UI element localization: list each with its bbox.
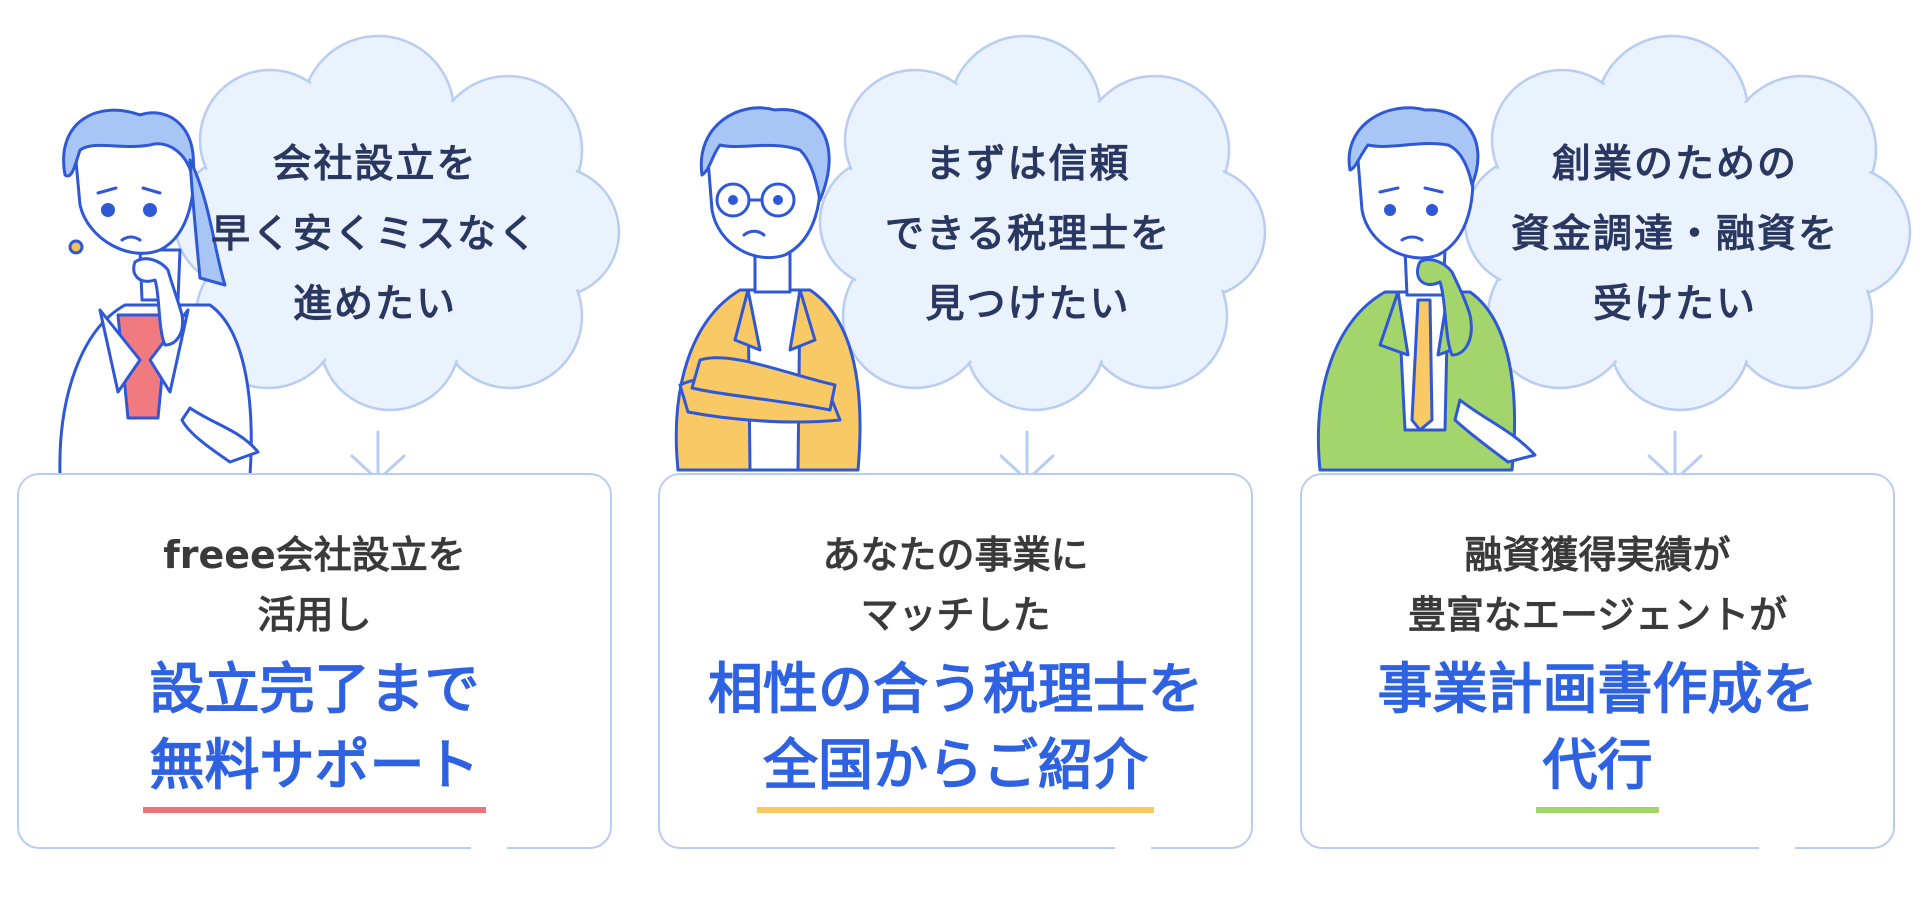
card-lead-text: freee会社設立を 活用し <box>163 533 466 637</box>
solution-card: 融資獲得実績が 豊富なエージェントが 事業計画書作成を 代行 <box>1300 473 1895 852</box>
panel-1-illustration <box>58 34 621 482</box>
worried-man-glasses-icon <box>674 106 862 472</box>
card-headline: 事業計画書作成を 代行 <box>1302 651 1893 813</box>
solution-card: freee会社設立を 活用し 設立完了まで 無料サポート <box>17 473 612 852</box>
worried-man-icon <box>1316 106 1537 472</box>
thought-cloud-fill <box>178 39 616 407</box>
worried-woman-icon <box>58 108 260 477</box>
thought-bubble-text: まずは信頼 できる税理士を 見つけたい <box>884 142 1172 327</box>
card-lead-text: 融資獲得実績が 豊富なエージェントが <box>1407 533 1788 637</box>
panel-2-illustration <box>674 34 1267 482</box>
panel-1: 会社設立を 早く安くミスなく 進めたい freee会社設立を 活用し 設立完了ま… <box>0 0 640 900</box>
solution-card: あなたの事業に マッチした 相性の合う税理士を 全国からご紹介 <box>658 473 1253 852</box>
panel-3-illustration <box>1316 34 1912 482</box>
thought-cloud-fill <box>1468 39 1907 407</box>
thought-bubble-text: 創業のための 資金調達・融資を 受けたい <box>1510 142 1839 327</box>
thought-bubble-text: 会社設立を 早く安くミスなく 進めたい <box>210 142 539 327</box>
thought-cloud-fill <box>823 39 1262 407</box>
card-headline: 相性の合う税理士を 全国からご紹介 <box>660 651 1251 813</box>
card-lead-text: あなたの事業に マッチした <box>822 533 1089 637</box>
panel-2: まずは信頼 できる税理士を 見つけたい あなたの事業に マッチした 相性の合う税… <box>640 0 1280 900</box>
panel-3: 創業のための 資金調達・融資を 受けたい 融資獲得実績が 豊富なエージェントが … <box>1280 0 1920 900</box>
card-headline: 設立完了まで 無料サポート <box>19 651 610 813</box>
